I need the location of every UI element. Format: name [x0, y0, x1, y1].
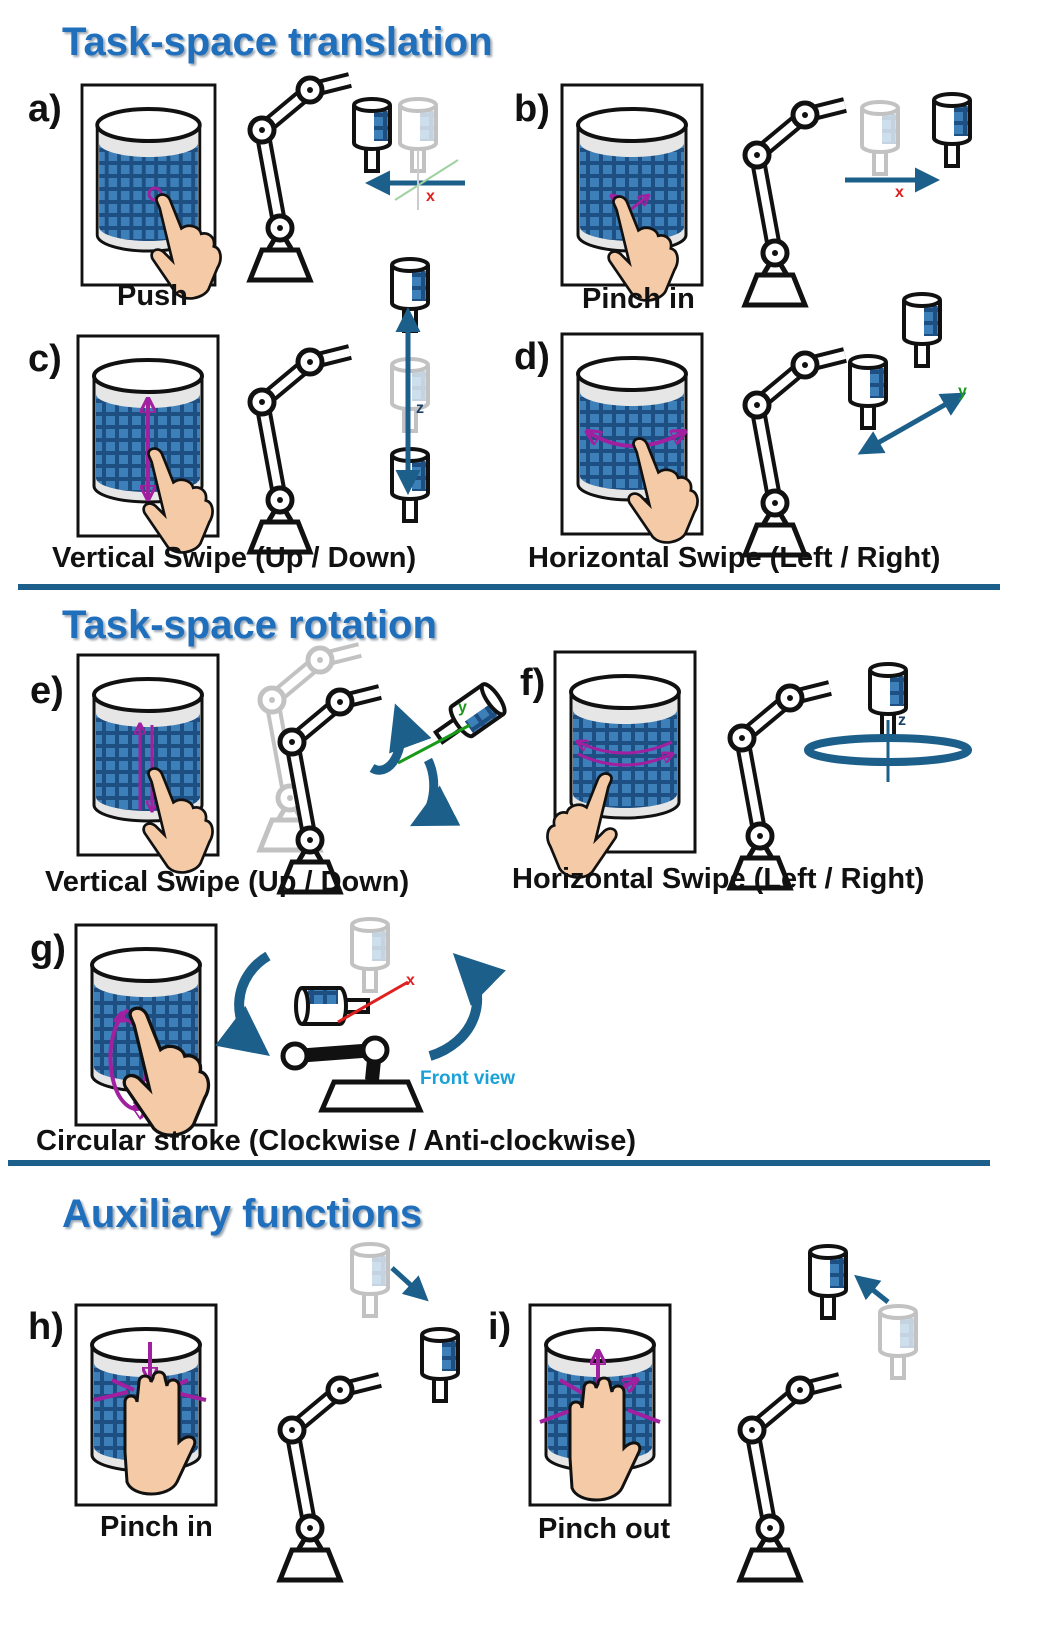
caption-g: Circular stroke (Clockwise / Anti-clockw…: [36, 1125, 637, 1157]
front-view-label: Front view: [420, 1068, 516, 1089]
panel-a-figure: [80, 78, 465, 300]
panel-letter-a: a): [28, 88, 62, 130]
caption-i: Pinch out: [538, 1513, 671, 1545]
caption-h: Pinch in: [100, 1511, 213, 1543]
caption-d: Horizontal Swipe (Left / Right): [528, 542, 941, 574]
panel-g-figure: [74, 917, 507, 1137]
axis-label-x: x: [426, 188, 435, 205]
section-divider: [8, 1160, 990, 1166]
panel-letter-e: e): [30, 670, 64, 712]
axis-label-x: x: [895, 184, 904, 201]
panel-letter-h: h): [28, 1306, 64, 1348]
caption-a: Push: [117, 280, 188, 312]
axis-label-z: z: [898, 712, 906, 729]
panel-letter-i: i): [488, 1306, 512, 1348]
section-title-rotation: Task-space rotation: [62, 603, 437, 647]
section-divider: [18, 584, 1000, 590]
panel-e-figure: [76, 648, 511, 892]
caption-b: Pinch in: [582, 283, 695, 315]
axis-label-x: x: [406, 972, 415, 989]
axis-label-y: y: [958, 383, 967, 400]
panel-b-figure: [560, 83, 972, 305]
caption-f: Horizontal Swipe (Left / Right): [512, 863, 925, 895]
panel-letter-f: f): [520, 662, 546, 704]
axis-label-y: y: [458, 699, 467, 716]
section-title-auxiliary: Auxiliary functions: [62, 1192, 423, 1236]
panel-letter-b: b): [514, 88, 550, 130]
caption-c: Vertical Swipe (Up / Down): [52, 542, 417, 574]
section-title-translation: Task-space translation: [62, 20, 493, 64]
panel-letter-c: c): [28, 338, 62, 380]
panel-d-figure: [560, 292, 967, 555]
axis-label-z: z: [416, 400, 424, 417]
panel-f-figure: [546, 650, 972, 888]
panel-h-figure: [74, 1242, 460, 1580]
panel-letter-g: g): [30, 928, 66, 970]
panel-letter-d: d): [514, 336, 550, 378]
panel-c-figure: [76, 257, 430, 552]
panel-i-figure: [528, 1244, 918, 1580]
caption-e: Vertical Swipe (Up / Down): [45, 866, 410, 898]
